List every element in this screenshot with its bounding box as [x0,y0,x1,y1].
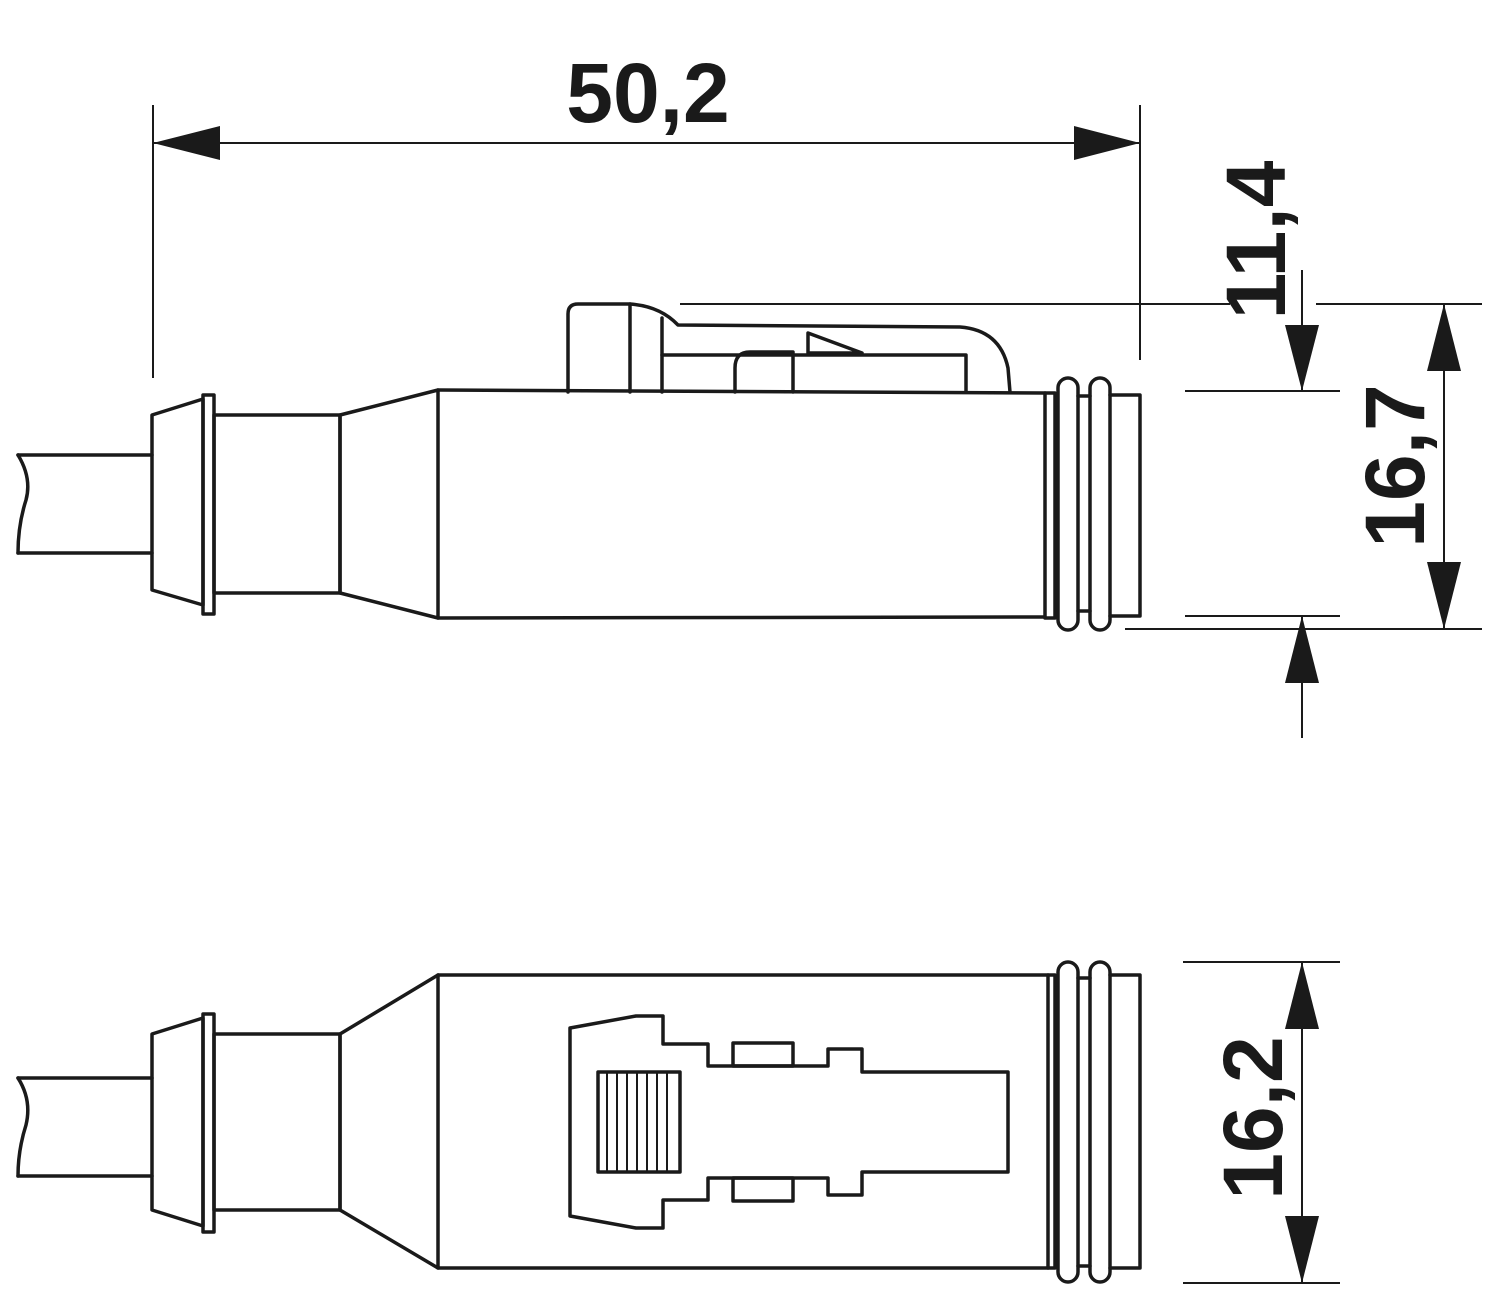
dimension-side-height: 16,7 [1348,304,1461,629]
seal-rings-side [1043,376,1142,632]
back-nut-side [150,388,440,620]
dimension-top-width: 16,2 [1183,961,1340,1284]
dimension-latch-height: 11,4 [1209,160,1319,738]
overall-length-label: 50,2 [566,46,730,140]
latch-side [566,302,1012,394]
side-height-label: 16,7 [1348,384,1442,548]
latch-top [568,1014,1010,1230]
top-view [16,960,1142,1284]
side-view [16,302,1142,632]
latch-height-label: 11,4 [1209,160,1303,319]
seal-rings-top [1046,960,1142,1284]
cable-side [16,453,154,555]
connector-body-top [436,973,1050,1270]
dimension-overall-length: 50,2 [152,46,1141,378]
cable-top [16,1076,154,1178]
back-nut-top [150,973,440,1270]
top-width-label: 16,2 [1206,1036,1300,1200]
connector-body-side [436,388,1047,620]
